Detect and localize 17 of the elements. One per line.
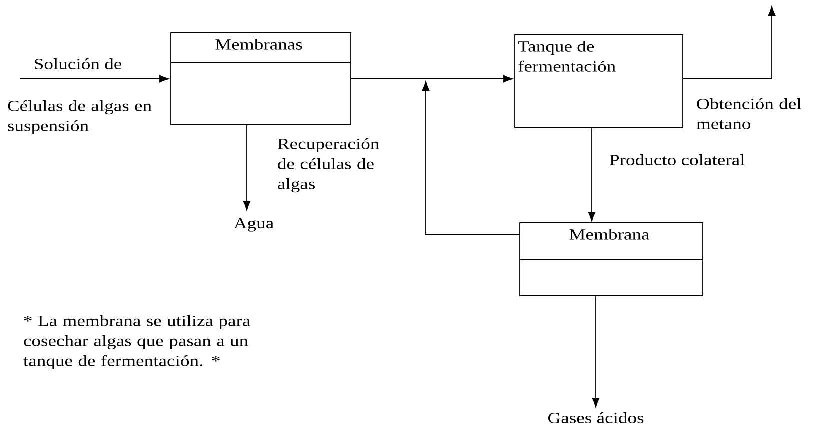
flow-label: Solución de [35,58,122,70]
arrow [243,124,251,211]
edge-label: Producto colateral [610,154,745,166]
note-text: * La membrana se utiliza para cosechar algas que pasan a un tanque de fermentación. * [24,315,250,370]
arrow [592,296,600,408]
arrow [422,81,520,236]
arrow [588,128,596,222]
output-label: Agua [234,218,274,232]
arrow [20,75,170,83]
arrow [682,6,776,80]
arrow [351,75,514,83]
process-box: Tanque de fermentación [514,34,684,128]
flow-label: Células de algas en suspensión [8,100,152,135]
flow-label: Recuperación de células de algas [278,138,380,193]
output-label: Gases ácidos [548,412,644,424]
process-box: Membrana [520,222,704,296]
process-box: Membranas [170,32,352,126]
